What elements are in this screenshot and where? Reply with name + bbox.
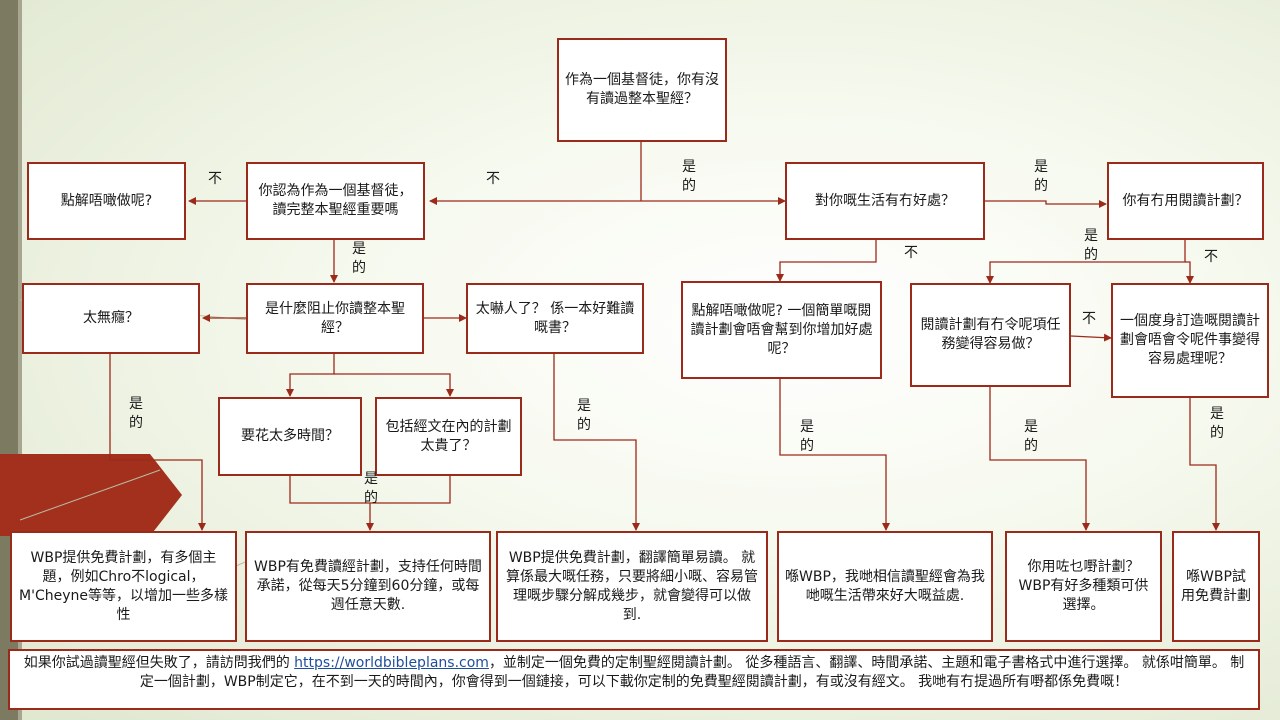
box-plan-help: 閱讀計劃有冇令呢項任務變得容易做？: [910, 283, 1071, 387]
box-scary: 太嚇人了？ 係一本好難讀嘅書？: [466, 283, 644, 354]
label-no: 不: [1204, 249, 1218, 265]
label-yes: 是的: [364, 471, 378, 506]
box-boring: 太無癮？: [22, 283, 200, 354]
box-why-not-1: 點解唔噉做呢?: [27, 162, 186, 240]
label-yes: 是的: [1084, 228, 1098, 263]
label-no: 不: [1082, 311, 1096, 327]
label-yes: 是的: [352, 241, 366, 276]
box-important: 你認為作為一個基督徒，讀完整本聖經重要嗎: [246, 162, 425, 240]
footer-text-1: 如果你試過讀聖經但失敗了，請訪問我們的: [23, 655, 295, 671]
label-yes: 是的: [1210, 406, 1224, 441]
box-expensive: 包括經文在內的計劃太貴了？: [375, 397, 522, 476]
label-yes: 是的: [577, 398, 591, 433]
box-custom: 一個度身訂造嘅閱讀計劃會唔會令呢件事變得容易處理呢？: [1111, 283, 1269, 398]
box-answer-benefit: 喺WBP，我哋相信讀聖經會為我哋嘅生活帶來好大嘅益處.: [777, 531, 993, 642]
decorative-arrow-tab: [0, 454, 182, 536]
box-time: 要花太多時間？: [218, 397, 362, 476]
label-yes: 是的: [1034, 159, 1048, 194]
box-answer-time: WBP有免費讀經計劃，支持任何時間承諾，從每天5分鐘到60分鐘，或每週任意天數.: [245, 531, 491, 642]
label-yes: 是的: [1024, 419, 1038, 454]
footer-text-2: ，並制定一個免費的定制聖經閱讀計劃。 從多種語言、翻譯、時間承諾、主題和電子書格…: [139, 655, 1245, 690]
label-no: 不: [904, 245, 918, 261]
label-no: 不: [208, 171, 222, 187]
box-top-question: 作為一個基督徒，你有沒有讀過整本聖經？: [557, 38, 727, 142]
label-no: 不: [486, 171, 500, 187]
box-benefit: 對你嘅生活有冇好處？: [785, 162, 985, 240]
box-answer-boring: WBP提供免費計劃，有多個主題，例如Chro不logical，M'Cheyne等…: [10, 531, 237, 642]
box-obstacle: 是什麼阻止你讀整本聖經？: [246, 283, 424, 354]
label-yes: 是的: [800, 419, 814, 454]
website-link[interactable]: https://worldbibleplans.com: [294, 655, 489, 671]
footer-note: 如果你試過讀聖經但失敗了，請訪問我們的 https://worldbiblepl…: [8, 649, 1260, 710]
box-answer-plan: 你用咗乜嘢計劃？ WBP有好多種類可供選擇。: [1005, 531, 1162, 642]
box-answer-custom: 喺WBP試用免費計劃: [1172, 531, 1260, 642]
label-yes: 是的: [129, 396, 143, 431]
label-yes: 是的: [682, 159, 696, 194]
decorative-left-bar-accent: [18, 0, 22, 720]
box-plan-use: 你有冇用閱讀計劃？: [1107, 162, 1264, 240]
box-why-not-2: 點解唔噉做呢? 一個簡單嘅閱讀計劃會唔會幫到你增加好處呢？: [681, 281, 882, 379]
box-answer-scary: WBP提供免費計劃，翻譯簡單易讀。 就算係最大嘅任務，只要將細小嘅、容易管理嘅步…: [496, 531, 768, 642]
